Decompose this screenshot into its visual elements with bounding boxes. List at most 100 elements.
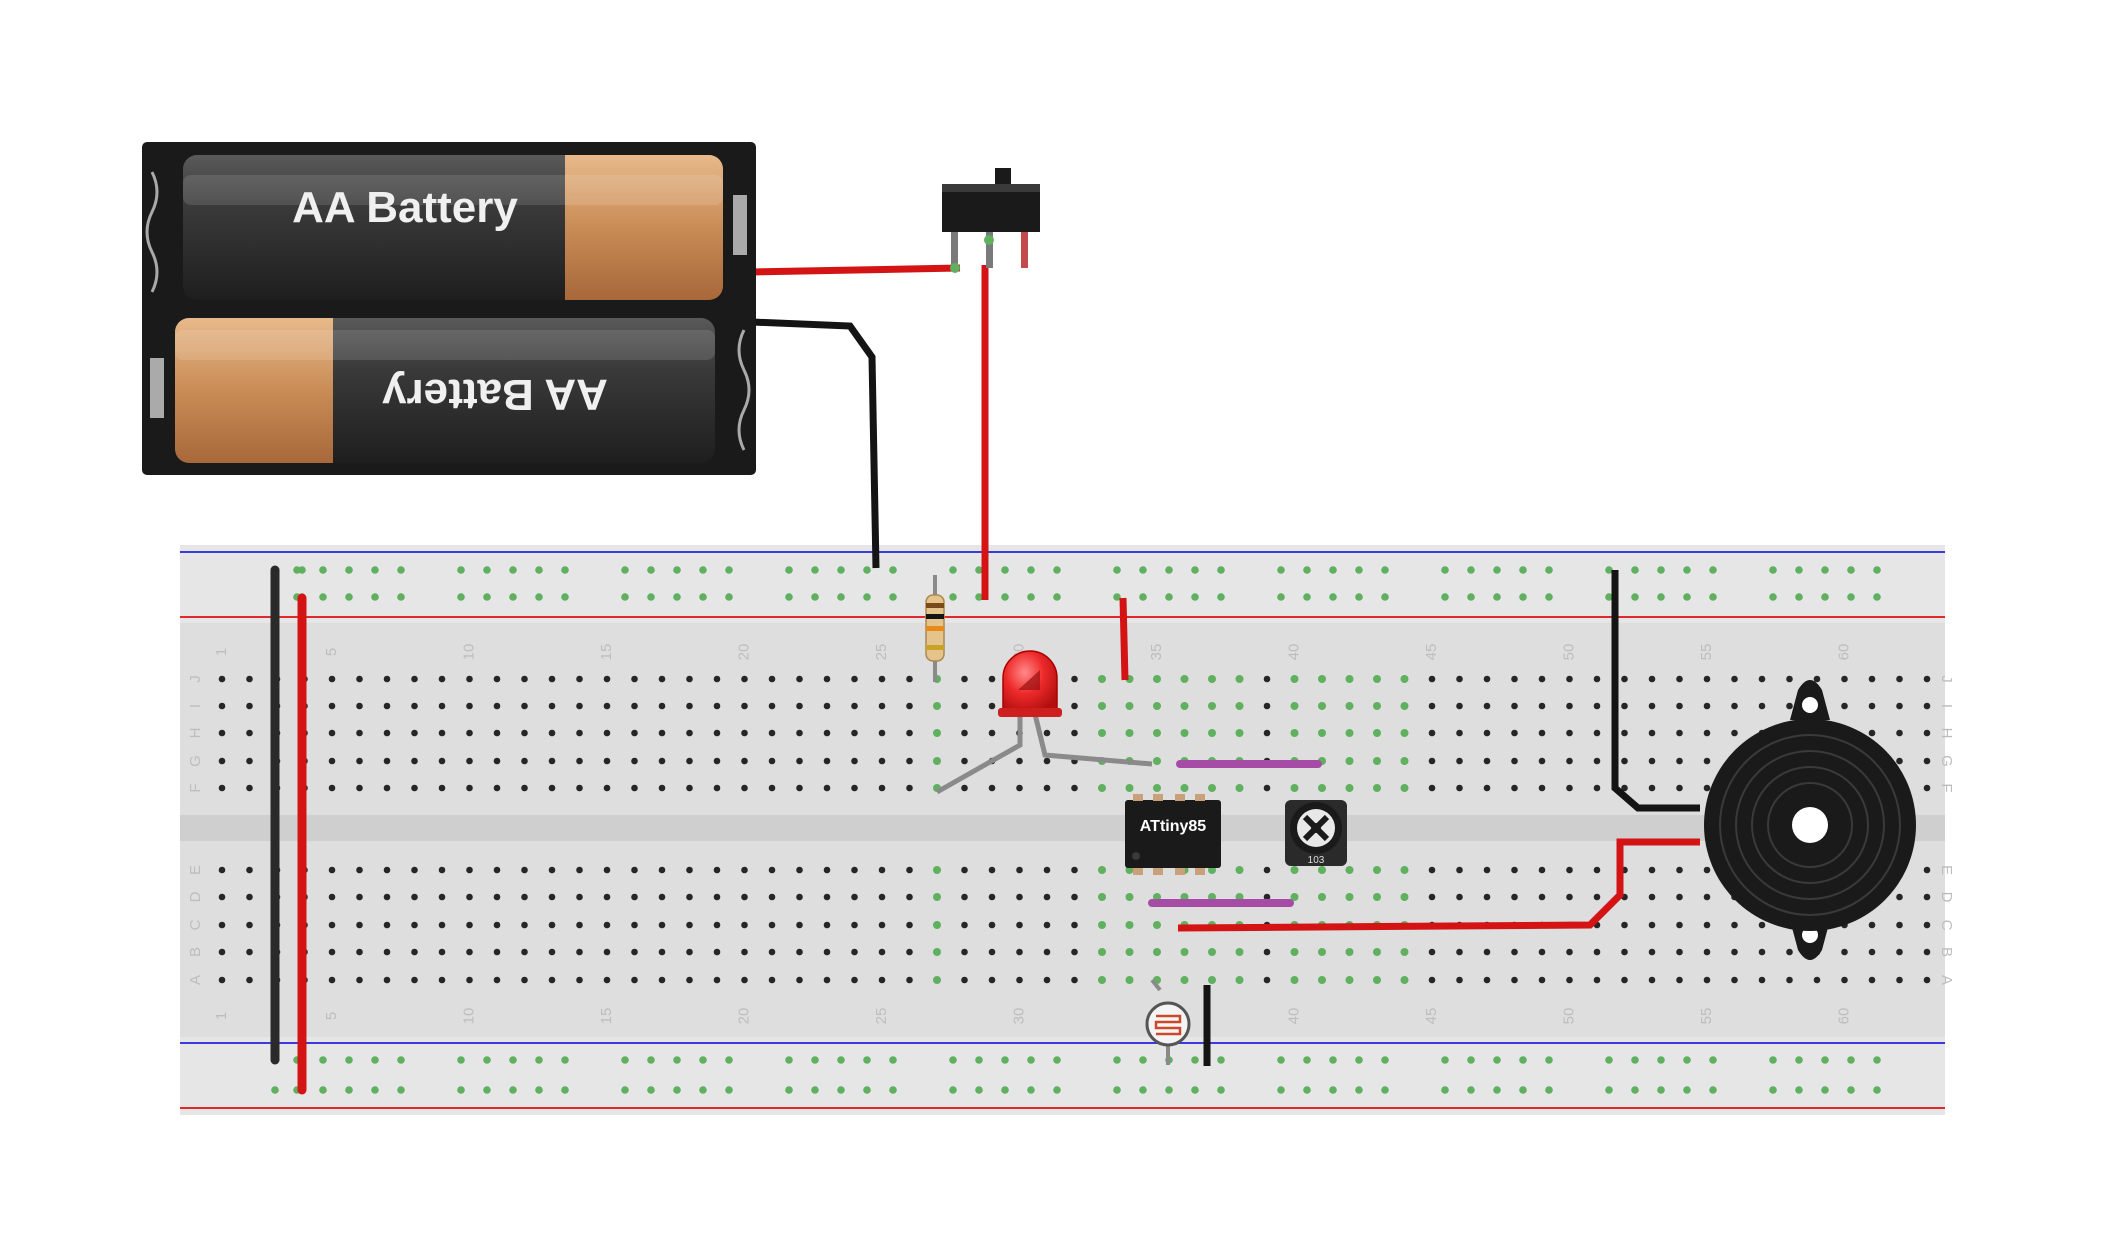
breadboard-hole <box>411 893 418 901</box>
breadboard-hole <box>548 893 556 901</box>
breadboard-hole <box>823 921 831 929</box>
breadboard-hole <box>1621 921 1628 929</box>
rail-hole <box>1139 1086 1147 1094</box>
rail-hole <box>1821 1056 1829 1064</box>
rail-hole <box>621 566 629 574</box>
rail-hole <box>457 593 465 601</box>
breadboard-hole <box>1098 729 1106 737</box>
breadboard-hole <box>796 948 803 956</box>
rail-hole <box>1139 566 1147 574</box>
breadboard-hole <box>933 976 941 984</box>
breadboard-hole <box>658 921 666 929</box>
breadboard-hole <box>686 948 693 956</box>
rail-hole <box>1027 593 1035 601</box>
breadboard-hole <box>878 702 886 710</box>
rail-hole <box>509 566 517 574</box>
breadboard-hole <box>851 976 858 984</box>
column-number-label: 55 <box>1698 644 1715 661</box>
breadboard-hole <box>1071 921 1078 929</box>
breadboard-hole <box>1896 729 1903 737</box>
breadboard-hole <box>1208 784 1216 792</box>
rail-hole <box>1381 593 1389 601</box>
breadboard-hole <box>438 893 446 901</box>
breadboard-hole <box>1538 675 1546 683</box>
chip-pin <box>1133 868 1143 875</box>
rail-hole <box>345 566 353 574</box>
top-power-rail <box>180 545 1945 623</box>
rail-hole <box>1683 593 1691 601</box>
breadboard-hole <box>576 675 583 683</box>
rail-hole <box>647 1086 655 1094</box>
spring-icon-right <box>737 329 751 451</box>
breadboard-hole <box>1841 948 1848 956</box>
breadboard-hole <box>961 757 968 765</box>
spring-icon-left <box>145 171 159 293</box>
rail-hole <box>561 1056 569 1064</box>
rail-hole <box>1277 1056 1285 1064</box>
column-number-label: 60 <box>1835 1008 1852 1025</box>
breadboard-hole <box>1016 948 1023 956</box>
breadboard-hole <box>631 866 638 874</box>
breadboard-hole <box>823 784 831 792</box>
breadboard-hole <box>411 784 418 792</box>
rail-hole <box>1493 1086 1501 1094</box>
breadboard-hole <box>466 729 473 737</box>
breadboard-hole <box>521 757 528 765</box>
rail-hole <box>699 593 707 601</box>
breadboard-hole <box>1373 893 1381 901</box>
wire-red-rail-to-chip <box>1119 597 1129 681</box>
breadboard-hole <box>1373 702 1381 710</box>
rail-hole <box>1113 1086 1121 1094</box>
breadboard-hole <box>1896 921 1903 929</box>
breadboard-hole <box>1538 757 1546 765</box>
rail-hole <box>1657 1056 1665 1064</box>
breadboard-hole <box>1125 893 1134 901</box>
breadboard-hole <box>1208 729 1216 737</box>
breadboard-hole <box>1180 976 1189 984</box>
breadboard-hole <box>411 702 418 710</box>
breadboard-hole <box>1566 784 1573 792</box>
breadboard-hole <box>658 675 666 683</box>
breadboard-hole <box>1071 784 1078 792</box>
rail-hole <box>1769 566 1777 574</box>
rail-hole <box>1381 1086 1389 1094</box>
breadboard-hole <box>851 729 858 737</box>
breadboard-hole <box>1043 921 1051 929</box>
rail-hole <box>1329 1056 1337 1064</box>
breadboard-hole <box>1483 784 1491 792</box>
breadboard-hole <box>768 757 776 765</box>
rail-hole <box>1795 566 1803 574</box>
rail-hole <box>1001 1086 1009 1094</box>
breadboard-hole <box>383 893 391 901</box>
breadboard-hole <box>1923 866 1931 874</box>
wire-red-battery-to-switch <box>751 264 961 276</box>
breadboard-hole <box>328 675 336 683</box>
breadboard-hole <box>1208 675 1216 683</box>
breadboard-hole <box>493 893 501 901</box>
rail-hole <box>483 1086 491 1094</box>
breadboard-hole <box>961 702 968 710</box>
breadboard-hole <box>1071 948 1078 956</box>
column-number-label: 25 <box>873 644 890 661</box>
breadboard-hole <box>1703 976 1711 984</box>
rail-hole <box>1631 566 1639 574</box>
breadboard-hole <box>218 866 226 874</box>
rail-hole <box>1191 593 1199 601</box>
breadboard-hole <box>438 784 446 792</box>
rail-hole <box>1657 566 1665 574</box>
breadboard-hole <box>1483 976 1491 984</box>
rail-hole <box>1657 593 1665 601</box>
breadboard-hole <box>1016 757 1023 765</box>
breadboard-hole <box>1621 976 1628 984</box>
pot-label: 103 <box>1308 855 1325 866</box>
rail-hole <box>1605 566 1613 574</box>
wire-black-rail-to-buzzer <box>1611 570 1700 812</box>
rail-hole <box>837 593 845 601</box>
breadboard-hole <box>1648 675 1656 683</box>
row-letter-label: E <box>187 865 204 875</box>
breadboard-hole <box>493 784 501 792</box>
breadboard-hole <box>658 729 666 737</box>
breadboard-hole <box>823 866 831 874</box>
breadboard-hole <box>713 757 721 765</box>
